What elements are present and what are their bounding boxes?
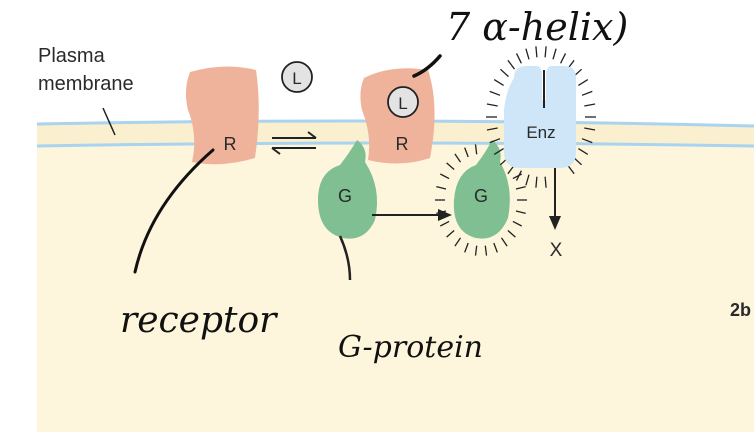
membrane-label-line2: membrane (38, 73, 134, 95)
enzyme (504, 66, 576, 168)
receptor-inactive-label: R (224, 134, 237, 154)
glow-ray (561, 53, 566, 63)
glow-ray (500, 69, 508, 76)
receptor-inactive (186, 66, 259, 164)
glow-ray (487, 104, 498, 106)
glow-ray (553, 49, 556, 60)
gprotein-active-label: G (474, 186, 488, 206)
enzyme-label: Enz (526, 123, 555, 142)
glow-ray (508, 60, 515, 69)
glow-ray (517, 53, 522, 63)
glow-ray (526, 49, 529, 60)
free-ligand-label: L (292, 69, 301, 88)
glow-ray (584, 104, 595, 106)
glow-ray (578, 80, 587, 86)
product-label: X (550, 240, 563, 261)
glow-ray (494, 80, 503, 86)
receptor-active-label: R (396, 134, 409, 154)
gprotein-annotation: G-protein (338, 330, 483, 365)
top-annotation: 7 α-helix) (446, 5, 628, 49)
page-mark: 2b (730, 300, 751, 320)
bound-ligand-label: L (398, 94, 407, 113)
cytoplasm-region (37, 133, 754, 432)
glow-ray (490, 91, 500, 95)
membrane-label-line1: Plasma (38, 45, 106, 67)
gprotein-bound-label: G (338, 186, 352, 206)
receptor-annotation: receptor (120, 300, 278, 341)
glow-ray (582, 91, 592, 95)
